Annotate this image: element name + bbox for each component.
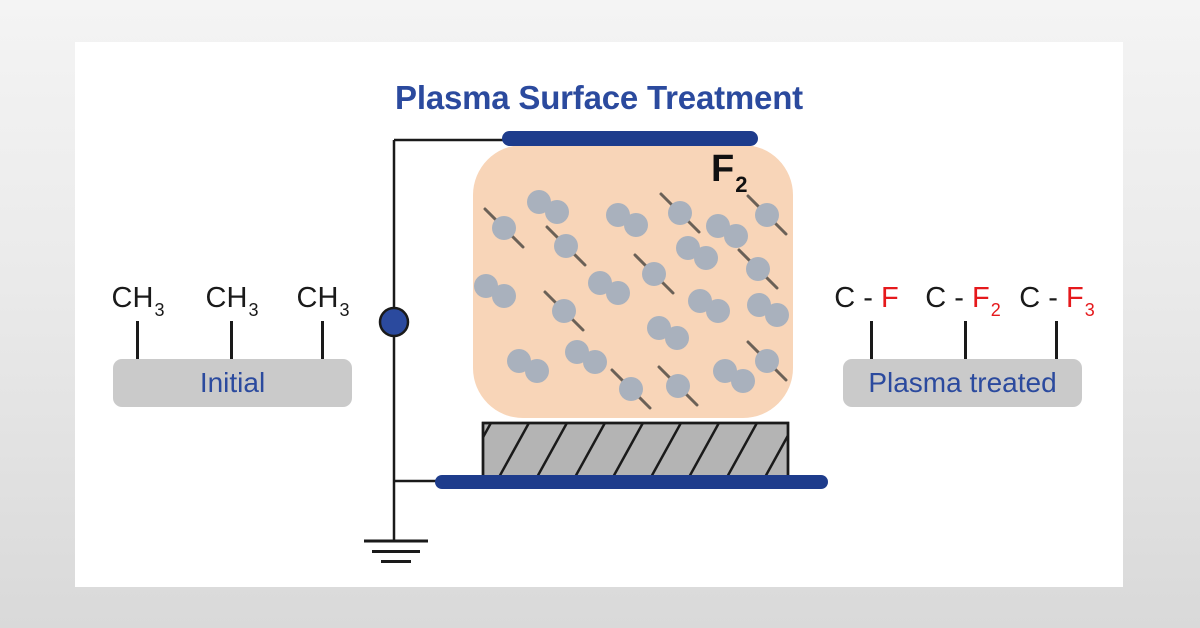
fluorine-molecule bbox=[688, 289, 712, 313]
formula-base: CH bbox=[296, 282, 339, 314]
formula-subscript: 3 bbox=[1084, 300, 1095, 320]
bond-line bbox=[964, 321, 967, 360]
fluorine-molecule bbox=[694, 246, 718, 270]
fluorine-atom bbox=[755, 349, 779, 373]
formula-subscript: 3 bbox=[154, 300, 165, 320]
plasma-treated-label: Plasma treated bbox=[868, 367, 1057, 398]
plasma-treated-label-box: Plasma treated bbox=[843, 359, 1082, 407]
fluorine-molecule bbox=[507, 349, 531, 373]
fluorine-molecule bbox=[624, 213, 648, 237]
initial-label: Initial bbox=[199, 367, 266, 398]
fluorine-molecule bbox=[527, 190, 551, 214]
formula-base: CH bbox=[205, 282, 248, 314]
fluorine-molecule bbox=[606, 203, 630, 227]
substrate-hatching bbox=[483, 423, 788, 477]
formula-base: C - bbox=[1019, 282, 1066, 314]
formula-subscript: 3 bbox=[339, 300, 350, 320]
bond-line bbox=[870, 321, 873, 360]
bond-line bbox=[321, 321, 324, 360]
formula-fluorine: F bbox=[881, 282, 899, 314]
fluorine-molecule bbox=[583, 350, 607, 374]
formula-ch3-3: CH3 bbox=[296, 282, 350, 320]
fluorine-atom bbox=[554, 234, 578, 258]
gas-label-subscript: 2 bbox=[735, 172, 748, 197]
formula-cf-1: C - F bbox=[834, 282, 899, 315]
fluorine-molecule bbox=[731, 369, 755, 393]
fluorine-molecule bbox=[724, 224, 748, 248]
fluorine-atom bbox=[755, 203, 779, 227]
fluorine-molecule bbox=[606, 281, 630, 305]
fluorine-molecule bbox=[765, 303, 789, 327]
fluorine-molecule bbox=[713, 359, 737, 383]
fluorine-atom bbox=[619, 377, 643, 401]
circuit-node bbox=[378, 306, 410, 338]
formula-fluorine: F bbox=[1065, 282, 1084, 314]
initial-label-box: Initial bbox=[113, 359, 352, 407]
bottom-electrode bbox=[435, 475, 828, 489]
formula-cf2: C - F2 bbox=[925, 282, 1000, 320]
formula-ch3-2: CH3 bbox=[205, 282, 259, 320]
fluorine-molecule bbox=[545, 200, 569, 224]
formula-ch3-1: CH3 bbox=[111, 282, 165, 320]
fluorine-atom bbox=[666, 374, 690, 398]
formula-cf3: C - F3 bbox=[1019, 282, 1094, 320]
substrate bbox=[481, 421, 790, 479]
formula-base: CH bbox=[111, 282, 154, 314]
formula-base: C - bbox=[925, 282, 972, 314]
fluorine-molecule bbox=[588, 271, 612, 295]
bond-line bbox=[1055, 321, 1058, 360]
formula-fluorine: F bbox=[971, 282, 990, 314]
gas-molecules bbox=[474, 190, 789, 410]
fluorine-atom bbox=[492, 216, 516, 240]
fluorine-atom bbox=[552, 299, 576, 323]
fluorine-molecule bbox=[706, 214, 730, 238]
fluorine-atom bbox=[642, 262, 666, 286]
fluorine-molecule bbox=[492, 284, 516, 308]
ground-symbol bbox=[364, 539, 428, 563]
figure-title: Plasma Surface Treatment bbox=[395, 79, 803, 116]
fluorine-molecule bbox=[706, 299, 730, 323]
gas-label-f2: F2 bbox=[711, 148, 747, 196]
fluorine-molecule bbox=[665, 326, 689, 350]
top-electrode bbox=[502, 131, 758, 146]
bond-line bbox=[136, 321, 139, 360]
fluorine-atom bbox=[746, 257, 770, 281]
gas-label-base: F bbox=[711, 148, 735, 190]
fluorine-molecule bbox=[565, 340, 589, 364]
fluorine-molecule bbox=[747, 293, 771, 317]
formula-base: C - bbox=[834, 282, 881, 314]
bond-line bbox=[230, 321, 233, 360]
formula-subscript: 2 bbox=[990, 300, 1001, 320]
fluorine-atom bbox=[668, 201, 692, 225]
fluorine-molecule bbox=[676, 236, 700, 260]
formula-subscript: 3 bbox=[248, 300, 259, 320]
fluorine-molecule bbox=[647, 316, 671, 340]
substrate-body bbox=[481, 421, 790, 479]
fluorine-molecule bbox=[525, 359, 549, 383]
fluorine-molecule bbox=[474, 274, 498, 298]
